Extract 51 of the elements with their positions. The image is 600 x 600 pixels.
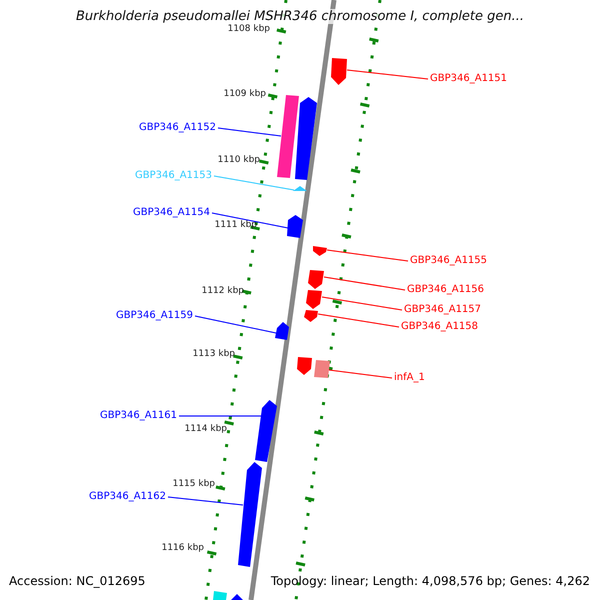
title: Burkholderia pseudomallei MSHR346 chromosome I, complete gen... xyxy=(76,9,524,24)
gene-label: GBP346_A1159 xyxy=(116,311,193,321)
leader-line xyxy=(328,370,392,378)
summary-text: Topology: linear; Length: 4,098,576 bp; Genes: 4,262 xyxy=(270,575,590,587)
gene-block xyxy=(297,357,312,375)
leader-line xyxy=(318,314,400,328)
gene-label: GBP346_A1152 xyxy=(138,123,216,133)
scale-label: 1108 kbp xyxy=(228,25,270,34)
gene-block xyxy=(287,215,303,238)
leader-line xyxy=(212,212,288,228)
gene-box xyxy=(314,360,330,378)
leader-line xyxy=(346,70,428,80)
gene-label: GBP346_A1156 xyxy=(407,285,484,295)
gene-block xyxy=(313,246,327,256)
leader-line xyxy=(324,276,406,290)
gene-block xyxy=(255,400,277,462)
gene-block xyxy=(275,322,289,340)
gene-label: GBP346_A1161 xyxy=(100,411,177,421)
gene-block xyxy=(306,290,322,309)
gene-label: GBP346_A1155 xyxy=(410,256,488,266)
leader-line xyxy=(168,496,244,506)
gene-label: GBP346_A1153 xyxy=(134,171,212,181)
leader-line xyxy=(214,176,294,190)
gene-label: infA_1 xyxy=(394,373,425,383)
scale-label: 1110 kbp xyxy=(218,156,260,165)
scale-label: 1113 kbp xyxy=(192,350,235,359)
leader-line xyxy=(322,296,402,310)
gene-box xyxy=(213,591,227,600)
gene-block xyxy=(295,97,317,180)
scale-label: 1111 kbp xyxy=(214,221,257,230)
gene-block xyxy=(238,462,262,567)
gene-block xyxy=(331,58,347,85)
gene-block xyxy=(304,310,318,322)
leader-line xyxy=(194,316,276,334)
scale-label: 1115 kbp xyxy=(172,480,215,489)
scale-label: 1114 kbp xyxy=(184,425,227,434)
gene-label: GBP346_A1151 xyxy=(430,74,508,84)
scale-label: 1116 kbp xyxy=(162,544,204,553)
gene-label: GBP346_A1157 xyxy=(404,305,482,315)
scale-label: 1109 kbp xyxy=(224,90,266,99)
gene-label: GBP346_A1154 xyxy=(132,208,210,218)
gene-triangle xyxy=(293,186,307,191)
scale-label: 1112 kbp xyxy=(202,287,244,296)
accession-text: Accession: NC_012695 xyxy=(9,575,146,587)
gene-block xyxy=(308,270,324,289)
gene-bar xyxy=(277,95,299,178)
gene-block xyxy=(231,594,243,600)
leader-line xyxy=(326,250,408,262)
leader-line xyxy=(218,128,282,136)
gene-label: GBP346_A1158 xyxy=(401,322,478,332)
gene-label: GBP346_A1162 xyxy=(88,492,166,502)
